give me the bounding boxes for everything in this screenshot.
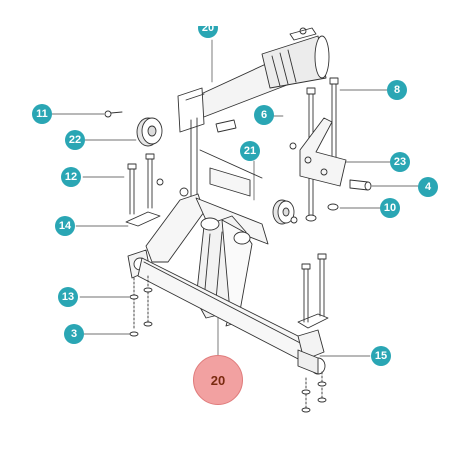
callout-15: 15 xyxy=(371,346,391,366)
long-bolt xyxy=(305,87,317,222)
callout-21: 21 xyxy=(240,141,260,161)
callout-13: 13 xyxy=(58,287,78,307)
callout-3: 3 xyxy=(64,324,84,344)
washers-bottom-right xyxy=(301,371,327,413)
callout-8: 8 xyxy=(387,80,407,100)
callout-20-highlighted[interactable]: 20 xyxy=(193,355,243,405)
callout-10: 10 xyxy=(380,198,400,218)
actuator-motor xyxy=(177,27,330,133)
wheel-22 xyxy=(136,117,163,147)
vertical-rods xyxy=(185,93,205,201)
callout-22: 22 xyxy=(65,130,85,150)
spacer-21 xyxy=(199,149,263,197)
wheel-right xyxy=(272,199,298,225)
callout-14: 14 xyxy=(55,216,75,236)
callout-11: 11 xyxy=(32,104,52,124)
screw-11 xyxy=(104,110,123,118)
callout-23: 23 xyxy=(390,152,410,172)
leader-lines xyxy=(51,39,419,357)
bracket-23 xyxy=(299,117,347,187)
bolt-8 xyxy=(329,77,339,161)
callout-20-top: 20 xyxy=(198,26,218,38)
pin-6 xyxy=(215,119,297,150)
washers-13-3 xyxy=(129,275,153,337)
pin-4 xyxy=(349,179,372,191)
nut-10 xyxy=(327,203,339,211)
main-frame xyxy=(127,193,326,375)
bolts-12 xyxy=(127,153,189,215)
callout-12: 12 xyxy=(61,167,81,187)
plate-15 xyxy=(297,253,329,329)
callout-6: 6 xyxy=(254,105,274,125)
callout-4: 4 xyxy=(418,177,438,197)
plate-14 xyxy=(125,211,161,227)
